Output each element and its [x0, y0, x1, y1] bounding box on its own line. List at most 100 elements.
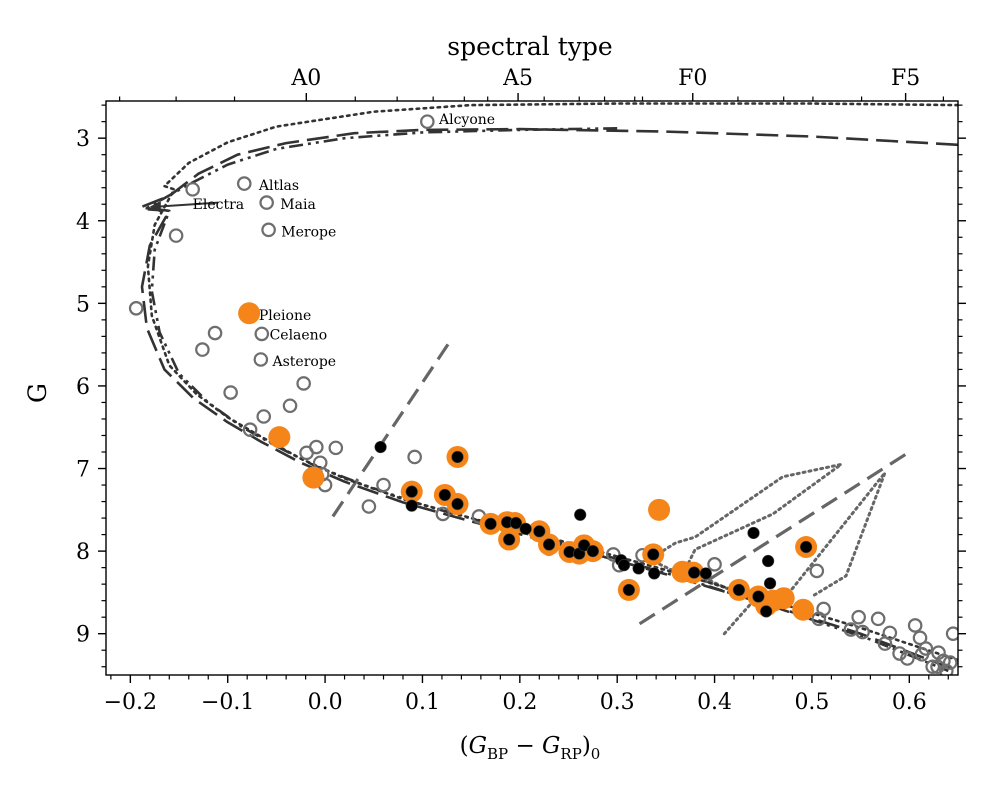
black-dot-point	[732, 583, 746, 597]
isochrone-dashdot	[143, 127, 949, 673]
isochrone-dashed	[138, 127, 958, 673]
open-circle-point	[309, 439, 324, 455]
black-dot-point	[762, 554, 775, 568]
top-tick-label: F5	[891, 66, 920, 91]
top-tick-label: A0	[290, 66, 321, 91]
open-circle-point	[900, 651, 915, 666]
x-tick-label: 0.6	[892, 690, 927, 715]
open-circle-point	[435, 506, 451, 522]
black-dot-point	[542, 538, 556, 551]
black-dot-point	[752, 590, 765, 603]
orange-circle-point	[268, 426, 291, 449]
open-circle-point	[918, 641, 934, 656]
open-circle-point	[407, 449, 422, 465]
x-tick-label: 0.3	[600, 690, 635, 715]
open-circle-point	[939, 663, 954, 675]
black-dot-point	[586, 545, 599, 558]
star-label: Pleione	[259, 308, 311, 324]
open-circle-point	[912, 630, 928, 646]
open-circle-point	[168, 228, 184, 243]
open-circle-point	[254, 326, 270, 342]
open-circle-point	[195, 342, 210, 357]
star-label: Maia	[280, 197, 316, 213]
open-circle-point	[242, 422, 258, 438]
open-circle-point	[925, 659, 940, 675]
y-tick-label: 7	[76, 458, 90, 483]
x-tick-label: 0.0	[308, 690, 343, 715]
top-axis-label: spectral type	[447, 32, 612, 61]
open-circle-point	[870, 611, 886, 627]
open-circle-point	[376, 477, 391, 493]
y-axis-label: G	[23, 383, 52, 403]
black-dot-point	[622, 583, 635, 597]
star-label: Altlas	[258, 178, 299, 194]
orange-circle-point	[792, 598, 815, 621]
open-circle-point	[128, 301, 144, 316]
y-tick-label: 9	[76, 623, 90, 648]
black-dot-point	[405, 485, 418, 498]
black-dot-point	[577, 539, 591, 552]
x-tick-label: −0.2	[104, 690, 157, 715]
black-dot-point	[374, 440, 387, 454]
star-label: Celaeno	[270, 328, 328, 344]
black-dot-point	[451, 450, 464, 464]
black-dot-point	[632, 562, 645, 575]
plot-content: AlcyoneAltlasMaiaMeropeElectraPleioneCel…	[128, 102, 958, 675]
orange-circle-point	[772, 587, 795, 610]
orange-circle-point	[238, 302, 261, 325]
x-tick-label: −0.1	[201, 690, 254, 715]
black-dot-point	[760, 605, 773, 618]
open-circle-point	[942, 655, 958, 670]
open-circle-point	[282, 398, 298, 414]
black-dot-point	[617, 559, 631, 572]
open-circle-point	[236, 176, 252, 191]
open-circle-point	[907, 618, 923, 633]
y-tick-label: 8	[76, 540, 90, 565]
open-circle-point	[707, 557, 722, 572]
plot-frame	[105, 100, 959, 676]
open-circle-point	[945, 626, 958, 642]
open-circle-point	[259, 195, 274, 210]
black-dot-point	[747, 526, 760, 540]
open-circle-point	[256, 409, 272, 424]
top-tick-label: F0	[678, 66, 707, 91]
star-label: Alcyone	[438, 112, 495, 128]
open-circle-point	[223, 385, 238, 400]
black-dot-point	[405, 499, 418, 512]
black-dot-point	[484, 517, 497, 530]
open-circle-point	[420, 114, 435, 129]
open-circle-point	[207, 325, 223, 341]
y-tick-label: 5	[76, 292, 90, 317]
y-tick-label: 4	[76, 210, 90, 235]
black-dot-point	[763, 577, 777, 590]
open-circle-point	[855, 624, 870, 640]
open-circle-point	[261, 222, 276, 238]
black-dot-point	[688, 566, 701, 579]
black-dot-point	[438, 488, 451, 502]
black-dot-point	[519, 522, 532, 535]
top-tick-label: A5	[502, 66, 533, 91]
open-circle-point	[328, 440, 344, 456]
open-circle-point	[185, 182, 200, 197]
black-dot-point	[648, 567, 661, 580]
x-tick-label: 0.1	[405, 690, 440, 715]
black-dot-point	[509, 516, 523, 530]
black-dot-point	[533, 525, 546, 538]
open-circle-point	[296, 376, 311, 391]
black-dot-point	[503, 533, 516, 546]
open-circle-point	[809, 563, 825, 579]
open-circle-point	[851, 609, 866, 625]
electra-arrow	[155, 201, 219, 208]
black-dot-point	[451, 497, 464, 511]
orange-circle-point	[648, 498, 671, 521]
y-tick-label: 6	[76, 375, 90, 400]
electra-arrowhead	[149, 200, 161, 213]
open-circle-point	[882, 625, 898, 641]
open-circle-point	[361, 499, 377, 514]
dashed-guide-line	[331, 337, 453, 518]
black-dot-point	[800, 540, 813, 554]
black-dot-point	[647, 548, 660, 561]
y-tick-label: 3	[76, 127, 90, 152]
star-label: Electra	[193, 197, 245, 213]
